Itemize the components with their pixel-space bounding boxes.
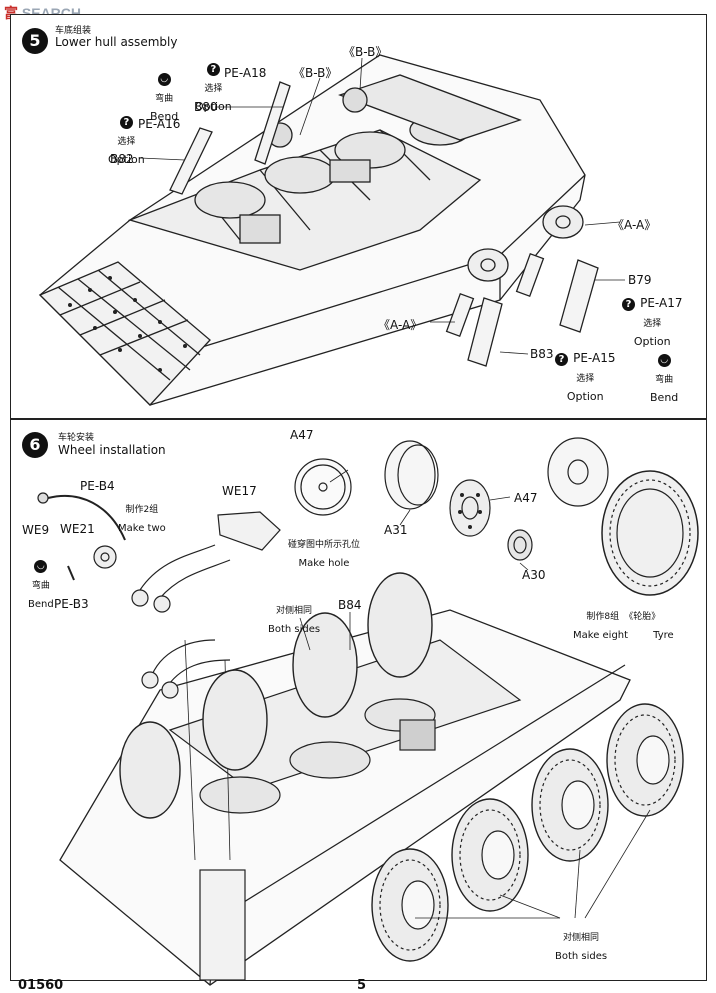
label-pe-b4: PE-B4	[80, 479, 115, 493]
make-eight-en: Make eight	[573, 630, 629, 641]
both-sides-group-top: 对侧相同 Both sides	[268, 598, 320, 636]
label-bb-1: 《B-B》	[343, 45, 388, 59]
bend-group-step6: ◡ 弯曲 Bend	[28, 553, 54, 611]
question-icon: ?	[119, 116, 133, 129]
question-icon: ?	[206, 63, 220, 76]
label-pe-a15: PE-A15	[573, 351, 616, 365]
bend-icon: ◡	[157, 73, 171, 86]
label-bb-2: 《B-B》	[293, 66, 338, 80]
make-eight-group: 制作8组 《轮胎》 Make eight Tyre	[573, 604, 674, 642]
label-a47-hub: A47	[514, 491, 538, 505]
label-b83: B83	[530, 347, 554, 361]
label-aa-2: 《A-A》	[378, 318, 423, 332]
option-group-pe-a17: ? PE-A17 选择 Option	[622, 292, 682, 349]
label-pe-b3: PE-B3	[54, 597, 89, 611]
label-pe-a18: PE-A18	[224, 66, 267, 80]
step5-number: 5	[22, 28, 48, 54]
bend-icon: ◡	[657, 354, 671, 367]
make-hole-en: Make hole	[298, 558, 350, 569]
label-we21: WE21	[60, 522, 95, 536]
bend-en: Bend	[650, 391, 679, 404]
option-en: Option	[108, 153, 145, 166]
tyre-cn: 《轮胎》	[624, 612, 661, 622]
step5-title-en: Lower hull assembly	[55, 35, 178, 49]
label-aa-1: 《A-A》	[612, 218, 657, 232]
step5-title-cn: 车底组装	[55, 26, 92, 36]
option-cn: 选择	[576, 374, 595, 384]
bend-icon: ◡	[34, 560, 48, 573]
label-b79: B79	[628, 273, 652, 287]
label-a31: A31	[384, 523, 408, 537]
both-sides-en: Both sides	[555, 951, 608, 962]
bend-cn: 弯曲	[155, 94, 174, 104]
bend-cn: 弯曲	[31, 581, 50, 591]
make-eight-cn: 制作8组	[586, 612, 620, 622]
tyre-en: Tyre	[653, 630, 674, 641]
option-group-pe-a16: ? 选择 Option	[108, 110, 145, 167]
option-cn: 选择	[204, 84, 223, 94]
step6-number: 6	[22, 432, 48, 458]
step6-title-cn: 车轮安装	[58, 433, 95, 443]
option-cn: 选择	[117, 137, 136, 147]
label-we9: WE9	[22, 523, 50, 537]
make-two-group: 制作2组 Make two	[118, 497, 166, 535]
label-pe-a16: PE-A16	[138, 117, 181, 131]
option-group-pe-a15: ? PE-A15 选择 Option	[555, 347, 615, 404]
label-b80: B80	[194, 100, 218, 114]
label-pe-a17: PE-A17	[640, 296, 683, 310]
both-sides-en: Both sides	[268, 624, 321, 635]
label-a30: A30	[522, 568, 546, 582]
label-a47-top: A47	[290, 428, 314, 442]
step6-title-en: Wheel installation	[58, 443, 166, 457]
option-en: Option	[566, 390, 604, 403]
make-two-en: Make two	[118, 523, 166, 534]
option-en: Option	[195, 100, 232, 113]
option-cn: 选择	[643, 319, 662, 329]
both-sides-cn: 对侧相同	[276, 606, 313, 616]
make-hole-group: 碰穿图中所示孔位 Make hole	[288, 532, 360, 570]
both-sides-group-bottom: 对侧相同 Both sides	[555, 925, 607, 963]
make-two-cn: 制作2组	[125, 505, 159, 515]
page-number: 5	[357, 978, 367, 993]
bend-group-pe-a18: ◡ 弯曲 Bend	[150, 66, 178, 124]
option-en: Option	[633, 335, 671, 348]
option-group-pe-a18: ? 选择 Option	[195, 57, 232, 114]
bend-en: Bend	[28, 599, 54, 610]
label-b84: B84	[338, 598, 362, 612]
question-icon: ?	[622, 298, 635, 311]
make-hole-cn: 碰穿图中所示孔位	[288, 540, 361, 550]
bend-cn: 弯曲	[655, 375, 674, 385]
label-we17: WE17	[222, 484, 257, 498]
bend-en: Bend	[150, 110, 179, 123]
footer-code: 01560	[18, 978, 64, 993]
bend-group-pe-a15: ◡ 弯曲 Bend	[650, 347, 678, 405]
label-b82: B82	[110, 152, 134, 166]
both-sides-cn: 对侧相同	[563, 933, 600, 943]
question-icon: ?	[555, 353, 568, 366]
